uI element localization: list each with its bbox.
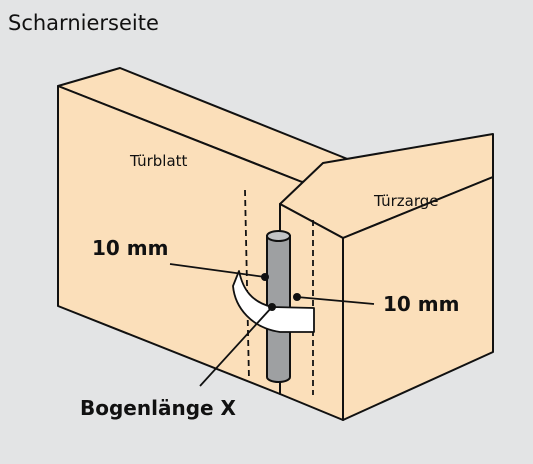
- leader-left: [169, 263, 266, 278]
- left-offset-guide: [244, 189, 250, 381]
- offset-right-label: 10 mm: [383, 292, 459, 316]
- leader-right: [296, 296, 375, 305]
- measuring-strip: [232, 270, 315, 333]
- arc-length-label: Bogenlänge X: [80, 396, 237, 420]
- leader-arc: [199, 306, 273, 387]
- door-frame-label: Türzarge: [373, 192, 439, 210]
- door-leaf-label: Türblatt: [129, 152, 188, 170]
- offset-left-label: 10 mm: [92, 236, 168, 260]
- diagram-title: Scharnierseite: [8, 11, 159, 35]
